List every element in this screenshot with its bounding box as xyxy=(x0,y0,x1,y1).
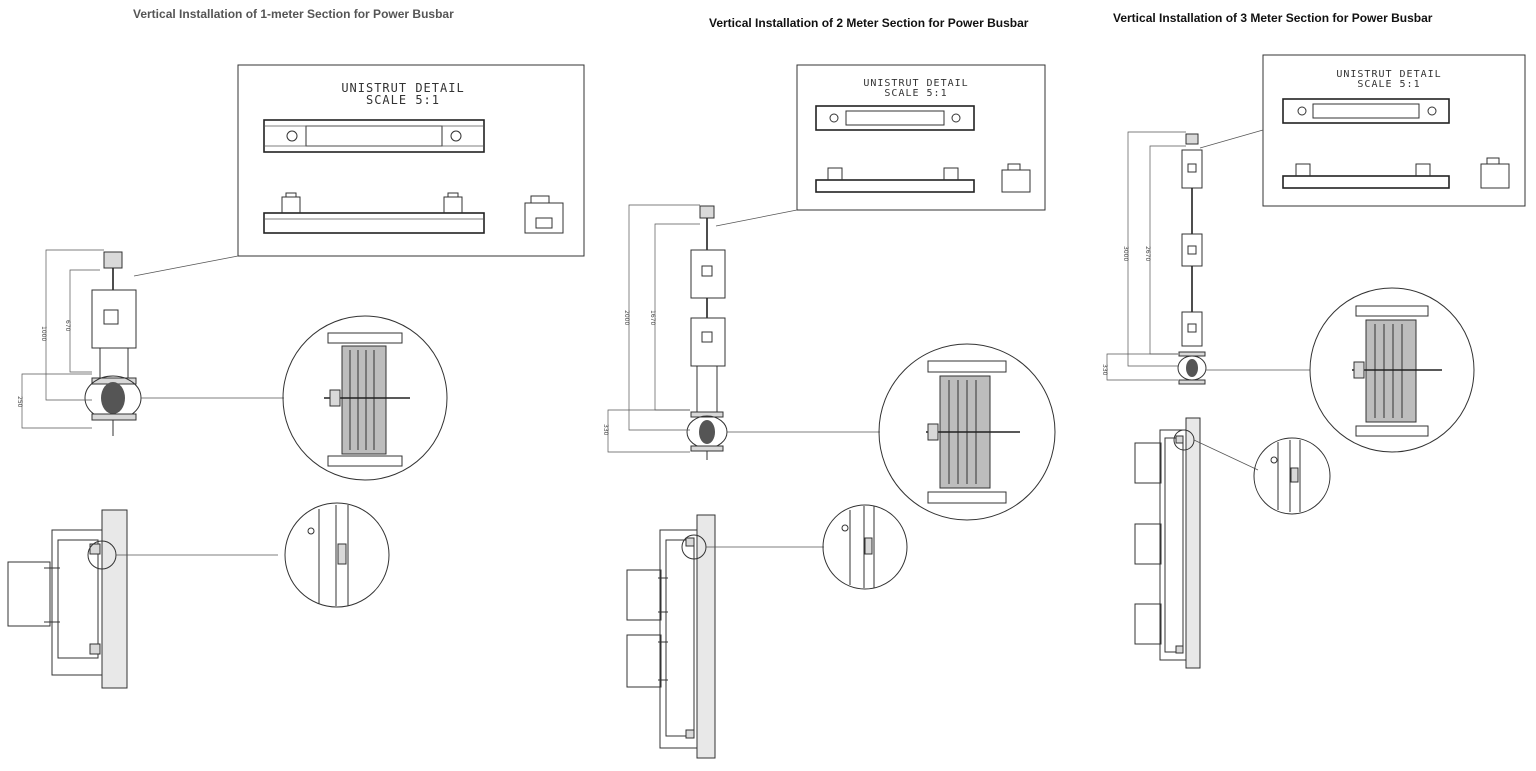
unistrut-scale-label-3: SCALE 5:1 xyxy=(1357,79,1420,90)
joint-detail-2 xyxy=(727,343,1056,521)
busbar-assembly-2 xyxy=(686,205,728,460)
unistrut-detail-label-1: UNISTRUT DETAIL xyxy=(341,81,464,95)
dimensions-1: 1000 670 250 xyxy=(16,249,104,429)
joint-detail-3 xyxy=(1206,287,1475,453)
unistrut-detail-box-2: UNISTRUT DETAIL SCALE 5:1 xyxy=(796,64,1046,211)
side-view-2 xyxy=(626,504,908,759)
unistrut-scale-label-1: SCALE 5:1 xyxy=(366,93,440,107)
dim-1000: 1000 xyxy=(40,326,47,341)
title-2-meter-section: Vertical Installation of 2 Meter Section… xyxy=(709,16,1029,30)
dim-330-3: 330 xyxy=(1101,364,1108,376)
dim-3000: 3000 xyxy=(1122,246,1129,261)
panel-3-meter: UNISTRUT DETAIL SCALE 5:1 xyxy=(1101,54,1526,669)
dimensions-3: 3000 2670 330 xyxy=(1101,131,1186,381)
panel-2-meter: UNISTRUT DETAIL SCALE 5:1 xyxy=(602,64,1056,759)
dim-250: 250 xyxy=(16,396,23,408)
joint-detail-1 xyxy=(141,315,448,481)
unistrut-detail-box-1: UNISTRUT DETAIL SCALE 5:1 xyxy=(237,64,585,257)
unistrut-scale-label-2: SCALE 5:1 xyxy=(884,88,947,99)
dim-330-2: 330 xyxy=(602,424,609,436)
title-3-meter-section: Vertical Installation of 3 Meter Section… xyxy=(1113,11,1433,25)
side-view-3 xyxy=(1134,417,1331,669)
busbar-assembly-1 xyxy=(84,251,142,436)
dimensions-2: 2000 1670 330 xyxy=(602,204,700,453)
unistrut-detail-box-3: UNISTRUT DETAIL SCALE 5:1 xyxy=(1262,54,1526,207)
unistrut-detail-label-2: UNISTRUT DETAIL xyxy=(863,78,968,89)
dim-1670: 1670 xyxy=(649,310,656,325)
dim-2000: 2000 xyxy=(623,310,630,325)
dim-2670: 2670 xyxy=(1144,246,1151,261)
unistrut-detail-label-3: UNISTRUT DETAIL xyxy=(1336,69,1441,80)
title-1-meter-section: Vertical Installation of 1-meter Section… xyxy=(133,7,454,21)
panel-1-meter: UNISTRUT DETAIL SCALE 5:1 xyxy=(7,64,585,689)
busbar-assembly-3 xyxy=(1177,133,1207,385)
dim-670: 670 xyxy=(64,320,71,332)
side-view-1 xyxy=(7,502,390,689)
